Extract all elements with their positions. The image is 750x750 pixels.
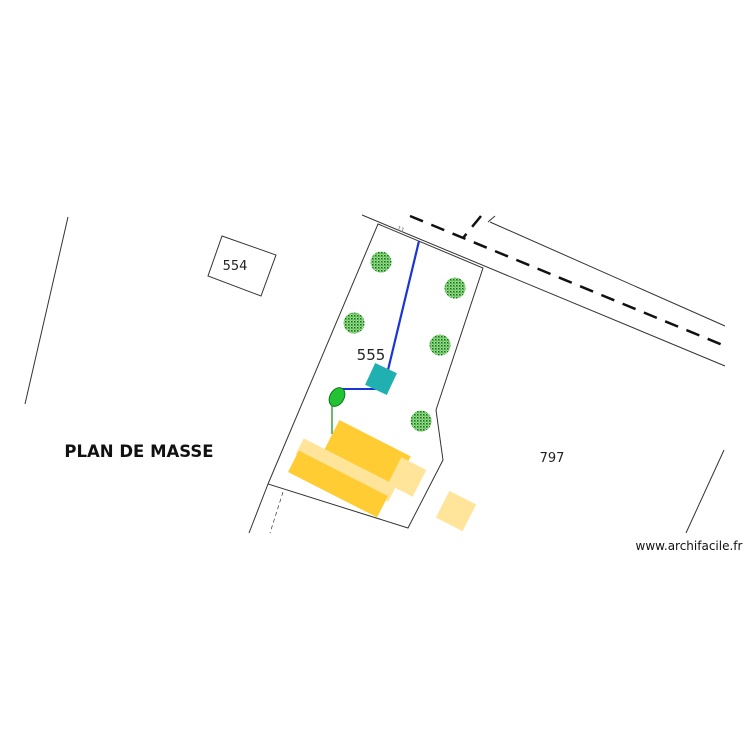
parcel-555-label: 555 xyxy=(357,346,386,364)
page-title: PLAN DE MASSE xyxy=(64,442,213,461)
boundary-line-left-ext xyxy=(248,483,269,534)
road-edge-lower xyxy=(361,214,726,367)
buildings xyxy=(288,420,477,532)
building-terrace-strip xyxy=(295,438,397,502)
boundary-line-left xyxy=(24,216,69,405)
parcel-554-outline xyxy=(207,235,277,297)
road-edge-upper xyxy=(489,221,726,327)
tree-icon xyxy=(370,251,392,273)
building-terrace-right xyxy=(387,457,427,497)
septic-element xyxy=(328,387,346,407)
building-main xyxy=(320,420,411,494)
tree-icon xyxy=(410,410,432,432)
annex-square xyxy=(435,490,477,532)
boundary-dashed-small xyxy=(269,491,284,534)
small-mark: 11 xyxy=(396,225,406,234)
building-lower xyxy=(288,450,388,518)
parcel-554-label: 554 xyxy=(223,259,248,274)
trees xyxy=(343,251,466,432)
tree-icon xyxy=(444,277,466,299)
road-edge-corner xyxy=(487,215,496,223)
tank-square xyxy=(365,363,397,395)
boundary-line-right xyxy=(685,449,725,534)
parcel-797-label: 797 xyxy=(540,451,565,466)
watermark: www.archifacile.fr xyxy=(636,539,743,553)
dashed-boundary-branch xyxy=(462,215,482,239)
tree-icon xyxy=(343,312,365,334)
network-pipe-main xyxy=(386,240,421,371)
dashed-boundary xyxy=(409,214,726,348)
tree-icon xyxy=(429,334,451,356)
